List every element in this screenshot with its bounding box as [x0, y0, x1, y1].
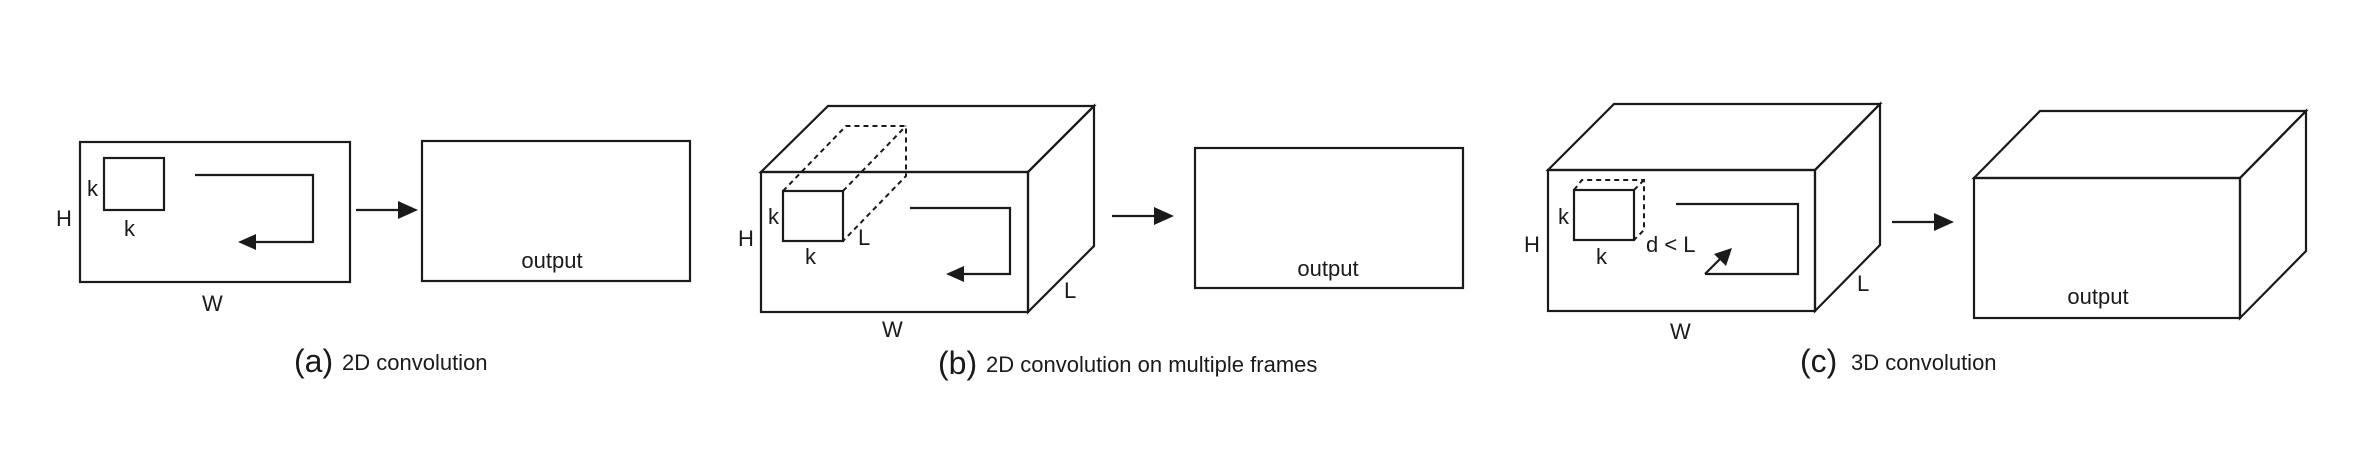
panel-a-dim-h: H: [56, 206, 72, 231]
panel-a-output-label: output: [521, 248, 582, 273]
panel-c: k k d < L H W L output (c) 3D convolutio…: [1524, 101, 2309, 379]
panel-b-kernel-depth-edges: [782, 125, 907, 242]
panel-a-sliding-path: [195, 173, 315, 244]
panel-b-sliding-path: [910, 206, 1012, 276]
panel-c-kernel-k-side: k: [1558, 204, 1570, 229]
panel-c-caption-letter: (c): [1800, 343, 1837, 379]
panel-b-dim-l: L: [1064, 278, 1076, 303]
panel-b-flow-arrowhead: [1154, 207, 1174, 225]
panel-a-output-plane: [420, 139, 692, 283]
panel-c-input-front-face: [1546, 168, 1817, 313]
panel-c-output-label: output: [2067, 284, 2128, 309]
panel-b-kernel-depth: L: [858, 225, 870, 250]
panel-a-kernel: [102, 156, 166, 212]
panel-c-dim-l: L: [1857, 271, 1869, 296]
panel-a-sliding-arrowhead: [238, 234, 256, 250]
panel-c-flow-arrowhead: [1934, 213, 1954, 231]
panel-a-input-plane: [78, 140, 352, 284]
panel-b: k k L H W L output (b) 2D convolution on…: [738, 103, 1465, 381]
panel-c-output-side-face: [2238, 108, 2308, 321]
panel-b-caption-text: 2D convolution on multiple frames: [986, 352, 1317, 377]
panel-c-depth-step-shaft: [1704, 256, 1723, 275]
panel-b-input-front-face: [759, 170, 1030, 314]
panel-a-kernel-k-bottom: k: [124, 216, 136, 241]
panel-b-kernel-front: [781, 189, 845, 243]
panel-c-input-top-face: [1545, 102, 1883, 172]
panel-b-kernel-depth-edge-inner: [842, 125, 907, 192]
panel-a: k k H W output (a) 2D convolution: [56, 139, 692, 379]
panel-c-kernel-front: [1572, 188, 1636, 242]
panel-c-depth-step-arrowhead: [1714, 248, 1732, 266]
panel-a-caption-letter: (a): [294, 343, 333, 379]
panel-c-kernel-depth-edges: [1573, 179, 1645, 241]
panel-c-input-side-face: [1813, 101, 1882, 314]
panel-b-sliding-arrowhead: [946, 266, 964, 282]
panel-c-sliding-path: [1676, 202, 1800, 276]
panel-c-output-top-face: [1971, 109, 2309, 180]
panel-c-output-front-face: [1972, 176, 2242, 320]
panel-a-kernel-k-side: k: [87, 176, 99, 201]
panel-b-output-label: output: [1297, 256, 1358, 281]
panel-c-kernel-depth: d < L: [1646, 232, 1696, 257]
panel-b-dim-h: H: [738, 226, 754, 251]
panel-a-caption-text: 2D convolution: [342, 350, 488, 375]
panel-b-output-plane: [1193, 146, 1465, 290]
panel-a-flow-arrowhead: [398, 201, 418, 219]
panel-a-dim-w: W: [202, 291, 223, 316]
panel-c-kernel-depth-edge-inner: [1633, 179, 1645, 191]
panel-b-caption-letter: (b): [938, 345, 977, 381]
panel-c-dim-h: H: [1524, 232, 1540, 257]
panel-c-caption-text: 3D convolution: [1851, 350, 1997, 375]
panel-c-kernel-k-bottom: k: [1596, 244, 1608, 269]
panel-c-dim-w: W: [1670, 319, 1691, 344]
panel-b-kernel-k-side: k: [768, 204, 780, 229]
panel-b-dim-w: W: [882, 317, 903, 342]
panel-b-input-side-face: [1026, 103, 1096, 315]
panel-b-kernel-k-bottom: k: [805, 244, 817, 269]
